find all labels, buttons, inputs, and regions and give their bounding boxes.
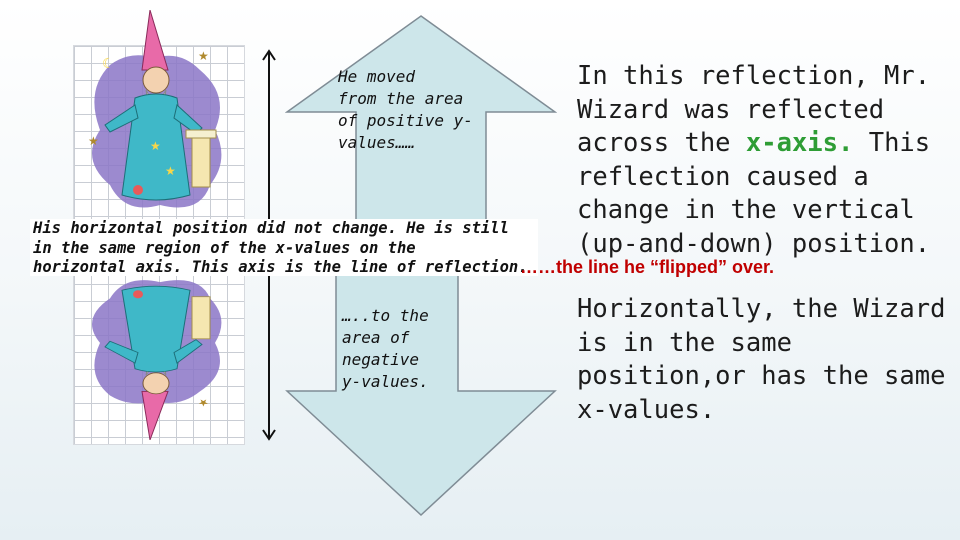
down-arrow-callout	[285, 256, 557, 517]
moved-from-note: He moved from the area of positive y- va…	[338, 67, 473, 152]
horizontal-explanation: Horizontally, the Wizard is in the same …	[577, 294, 946, 425]
reflection-explanation: In this reflection, Mr. Wizard was refle…	[577, 60, 952, 261]
line-of-reflection-note: ……the line he “flipped” over.	[520, 257, 775, 277]
svg-text:★: ★	[88, 134, 99, 148]
explanation-text-end: This reflection caused a change in the v…	[577, 128, 931, 259]
wizard-figure: ★ ★ ☾ ★ ★	[88, 10, 222, 208]
explanation-text-start: In this reflection, Mr. Wizard was refle…	[577, 61, 931, 158]
svg-text:★: ★	[165, 164, 176, 178]
moved-to-note: …..to the area of negative y-values.	[342, 306, 429, 391]
svg-text:☾: ☾	[102, 56, 115, 72]
horizontal-position-note: His horizontal position did not change. …	[30, 219, 538, 276]
x-axis-highlight: x-axis.	[745, 128, 854, 158]
svg-text:★: ★	[150, 139, 161, 153]
reflected-wizard-figure: ★	[92, 280, 222, 440]
svg-text:★: ★	[198, 397, 209, 409]
svg-text:★: ★	[198, 49, 209, 63]
